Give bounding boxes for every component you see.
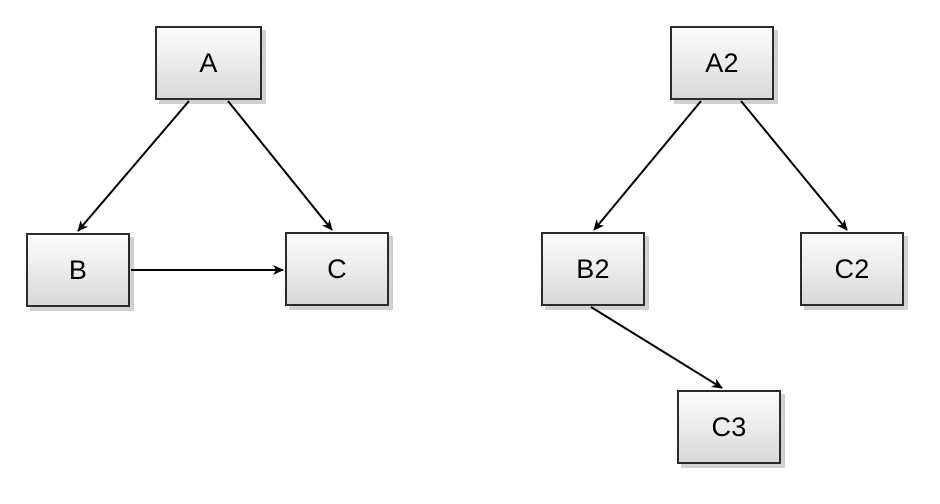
node-label: C: [327, 253, 347, 284]
node-label: A2: [705, 47, 739, 78]
node-label: A: [199, 47, 218, 78]
node-c3[interactable]: C3: [677, 390, 781, 464]
edge-a-b[interactable]: [77, 100, 190, 232]
node-c[interactable]: C: [285, 232, 389, 306]
node-b2[interactable]: B2: [541, 232, 645, 306]
node-label: C2: [834, 253, 870, 284]
edge-b2-c3[interactable]: [590, 306, 723, 389]
edge-a2-b2[interactable]: [593, 100, 702, 231]
node-a[interactable]: A: [155, 26, 262, 100]
edge-a-c[interactable]: [227, 100, 333, 231]
node-a2[interactable]: A2: [670, 26, 774, 100]
node-c2[interactable]: C2: [800, 232, 904, 306]
node-label: C3: [711, 411, 747, 442]
node-label: B: [68, 254, 88, 285]
edge-a2-c2[interactable]: [740, 100, 848, 231]
node-label: B2: [576, 253, 610, 284]
node-b[interactable]: B: [26, 233, 130, 307]
